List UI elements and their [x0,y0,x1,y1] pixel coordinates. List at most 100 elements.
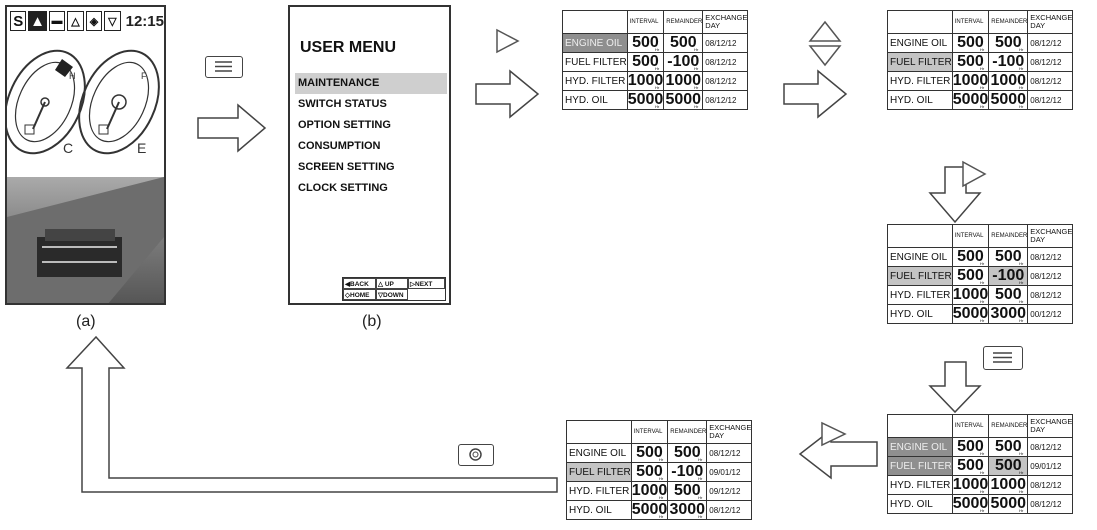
item-name: FUEL FILTER [563,53,628,72]
corner-cell [888,11,953,34]
item-name: ENGINE OIL [888,34,953,53]
remainder-value: -100Hr [989,53,1028,72]
remainder-value: 1000Hr [989,476,1028,495]
interval-header: INTERVAL [952,225,989,248]
down-triangle-icon [810,46,840,65]
remainder-header: REMAINDER [989,225,1028,248]
item-name: ENGINE OIL [888,438,953,457]
exchange-day-value: 08/12/12 [1028,72,1073,91]
arrow-table3-to-table4 [930,362,980,412]
remainder-header: REMAINDER [668,421,707,444]
remainder-header: REMAINDER [989,415,1028,438]
item-name: HYD. FILTER [888,72,953,91]
exchange-day-header: EXCHANGEDAY [707,421,752,444]
interval-value: 500Hr [952,267,989,286]
exchange-day-value: 08/12/12 [1028,286,1073,305]
interval-header: INTERVAL [631,421,668,444]
exchange-day-value: 08/12/12 [1028,34,1073,53]
exchange-day-value: 08/12/12 [703,53,748,72]
item-name: HYD. FILTER [888,476,953,495]
up-triangle-icon [810,22,840,41]
exchange-day-value: 08/12/12 [1028,476,1073,495]
arrow-table1-to-table2 [784,71,846,117]
item-name: HYD. OIL [888,305,953,324]
exchange-day-value: 08/12/12 [703,91,748,110]
corner-cell [888,225,953,248]
item-name: HYD. OIL [888,91,953,110]
menu-key-icon [983,346,1023,370]
corner-cell [563,11,628,34]
table-header-row: INTERVALREMAINDEREXCHANGEDAY [563,11,748,34]
exchange-day-value: 08/12/12 [1028,53,1073,72]
interval-value: 5000Hr [952,91,989,110]
exchange-day-value: 09/01/12 [707,463,752,482]
item-name: ENGINE OIL [567,444,632,463]
remainder-value: -100Hr [664,53,703,72]
interval-value: 500Hr [631,444,668,463]
interval-value: 5000Hr [952,305,989,324]
interval-value: 1000Hr [631,482,668,501]
item-name: HYD. OIL [563,91,628,110]
item-name: ENGINE OIL [888,248,953,267]
exchange-day-value: 08/12/12 [703,72,748,91]
exchange-day-value: 09/12/12 [707,482,752,501]
interval-header: INTERVAL [952,11,989,34]
interval-value: 500Hr [952,438,989,457]
interval-header: INTERVAL [627,11,664,34]
exchange-day-value: 08/12/12 [1028,438,1073,457]
exchange-day-header: EXCHANGEDAY [1028,225,1073,248]
remainder-value: 1000Hr [989,72,1028,91]
item-name: HYD. FILTER [563,72,628,91]
exchange-day-value: 08/12/12 [1028,495,1073,514]
exchange-day-value: 08/12/12 [703,34,748,53]
interval-value: 5000Hr [627,91,664,110]
arrow-b-to-table1 [476,71,538,117]
interval-value: 500Hr [952,248,989,267]
maintenance-table-2: INTERVALREMAINDEREXCHANGEDAYENGINE OIL50… [887,10,1073,110]
arrow-return-to-a [67,337,557,492]
remainder-value: 3000Hr [989,305,1028,324]
item-name: HYD. OIL [888,495,953,514]
exchange-day-value: 08/12/12 [707,444,752,463]
exchange-day-value: 08/12/12 [1028,91,1073,110]
item-name: FUEL FILTER [567,463,632,482]
remainder-value: 500Hr [668,482,707,501]
exchange-day-value: 09/01/12 [1028,457,1073,476]
